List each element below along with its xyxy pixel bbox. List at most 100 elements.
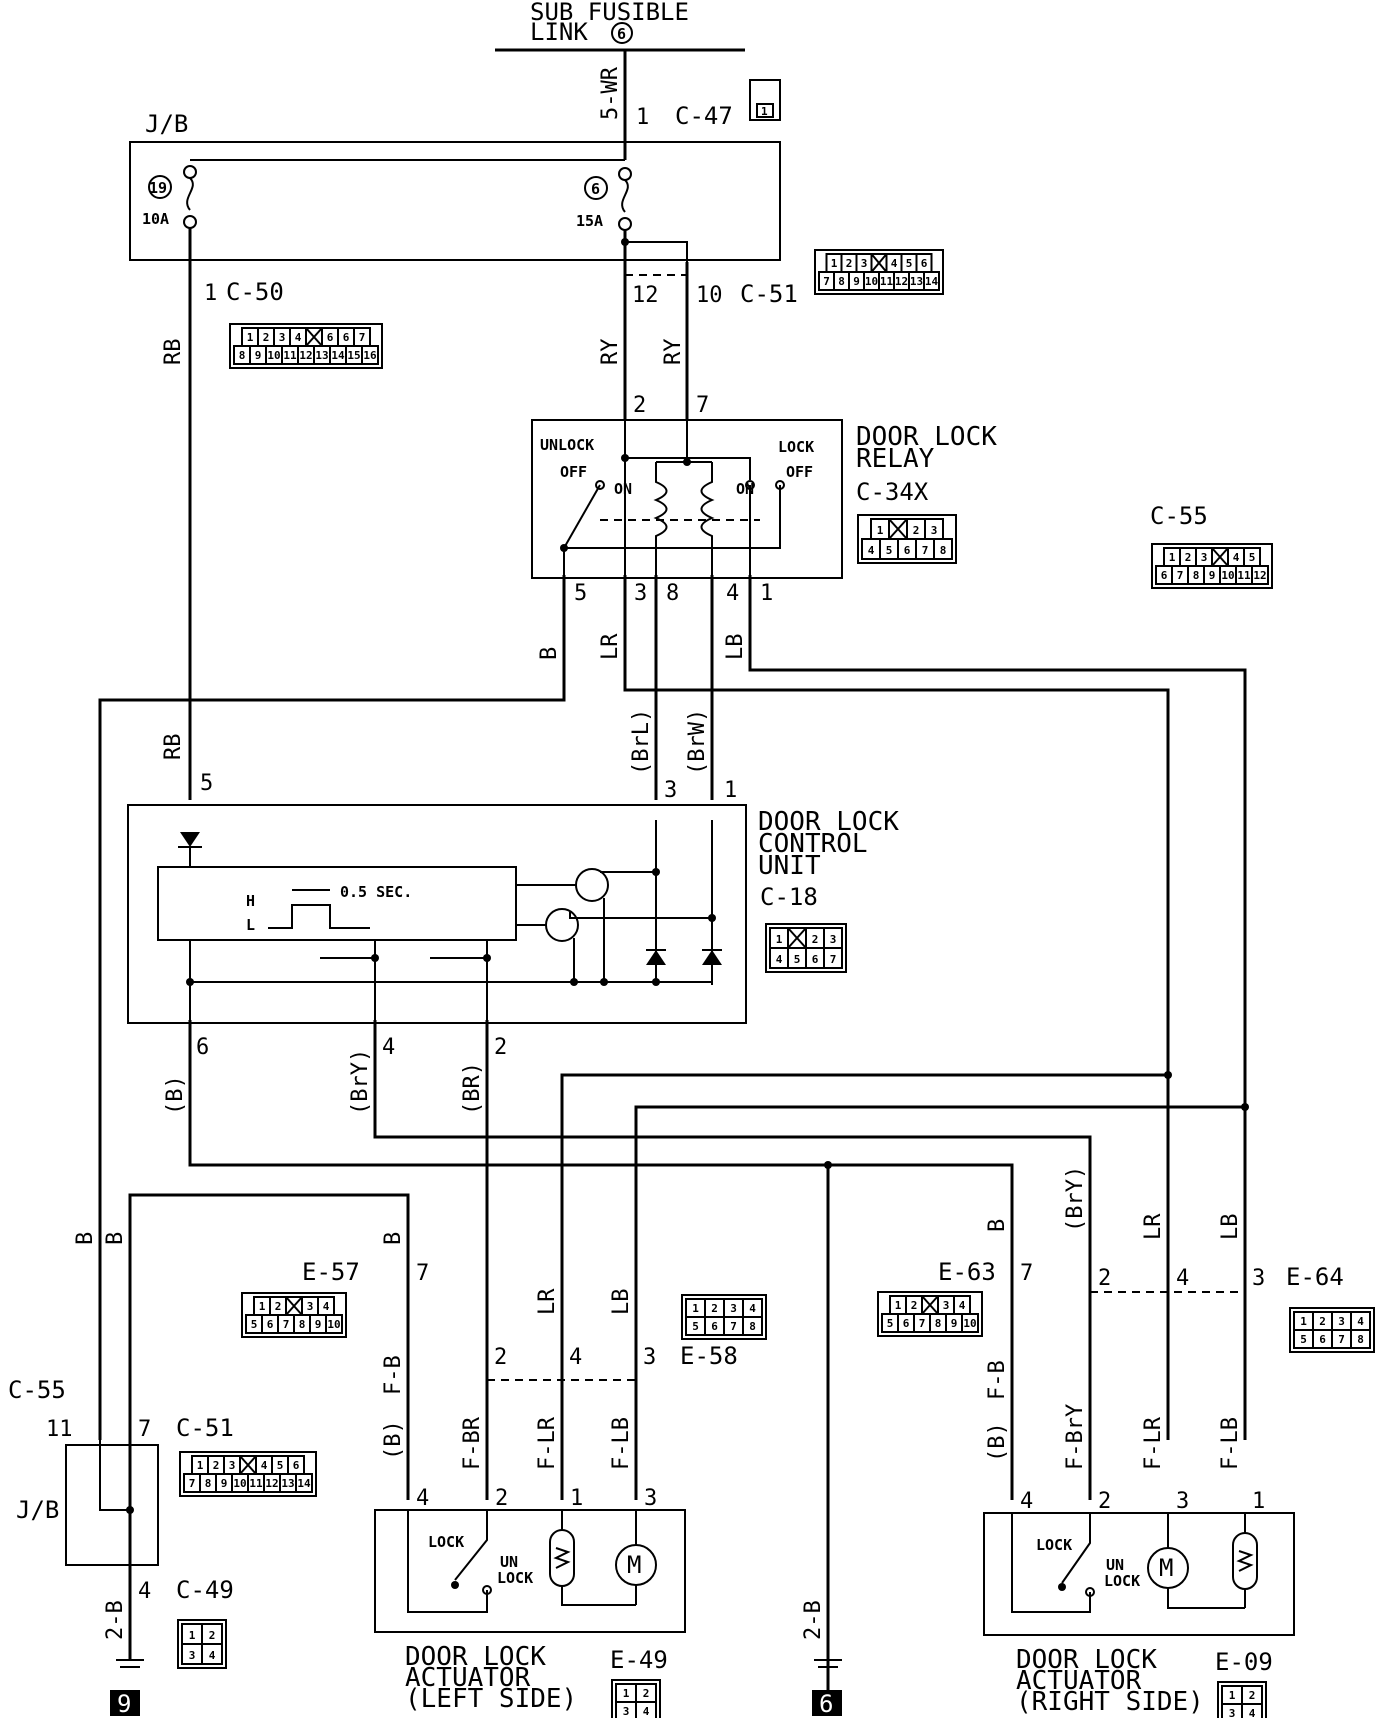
connector-pin-number: 8	[1357, 1333, 1364, 1346]
wire-label-fb-left: F-B	[381, 1355, 406, 1395]
pin-e64-2: 2	[1098, 1266, 1111, 1291]
left-actuator-name-2: ACTUATOR	[405, 1663, 531, 1693]
connector-pin-blank	[787, 927, 807, 949]
pin-cu-4: 4	[382, 1035, 395, 1060]
connector-pin-number: 4	[749, 1302, 756, 1315]
cu-dot-ground-3	[600, 978, 608, 986]
connector-pin-number: 4	[643, 1705, 650, 1718]
pin-right-act-2: 2	[1098, 1489, 1111, 1514]
connector-pin-cell	[325, 1314, 343, 1334]
right-actuator-name-3: (RIGHT SIDE)	[1016, 1687, 1204, 1717]
wire-label-5wr: 5-WR	[598, 66, 623, 120]
wire-label-2b-center: 2-B	[801, 1600, 826, 1640]
control-unit-name-3: UNIT	[758, 851, 821, 881]
connector-pin-number: 15	[347, 349, 360, 362]
right-actuator-unlock-2: LOCK	[1104, 1572, 1140, 1590]
left-actuator-ptc	[549, 1529, 575, 1587]
connector-pin-number: 2	[913, 524, 920, 537]
wire-label-br-cu: (BR)	[460, 1062, 485, 1115]
wire-label-ry-left: RY	[598, 339, 623, 366]
door-lock-relay: 2 7 UNLOCK LOCK OFF ON ON OFF 5 3 8 4 1	[531, 393, 843, 606]
connector-pin-number: 2	[812, 933, 819, 946]
control-unit-timer: 0.5 SEC.	[340, 883, 412, 901]
right-actuator-switch-pivot	[1058, 1583, 1066, 1591]
right-actuator-switch	[1061, 1513, 1091, 1584]
connector-pin-blank	[921, 1295, 939, 1315]
connector-pin-number: 3	[229, 1459, 236, 1472]
left-actuator-switch-pivot	[451, 1581, 459, 1589]
wire-label-b-e57: B	[381, 1232, 406, 1245]
connector-pin-number: 8	[838, 275, 845, 288]
connector-pin-cell	[201, 1643, 223, 1665]
wire-b-relay5	[98, 575, 566, 1440]
connector-label-c47: C-47	[675, 102, 733, 130]
pin-cu-3: 3	[664, 778, 677, 803]
connector-face-outline	[229, 323, 383, 369]
connector-pin-number: 3	[279, 331, 286, 344]
connector-pin-number: 5	[251, 1318, 258, 1331]
jb-label-bottom: J/B	[16, 1496, 59, 1524]
connector-face-outline	[241, 1292, 347, 1338]
wire-label-b-left-1: B	[73, 1232, 98, 1245]
connector-pin-cell	[1251, 565, 1269, 585]
connector-pin-number: 2	[911, 1299, 918, 1312]
connector-label-c50: C-50	[226, 278, 284, 306]
fusible-link-number-ring	[611, 22, 633, 44]
connector-label-e57: E-57	[302, 1258, 360, 1286]
connector-pin-number: 1	[895, 1299, 902, 1312]
wire-label-b-relay: B	[537, 647, 562, 660]
connector-label-e09: E-09	[1215, 1648, 1273, 1676]
left-actuator-switch	[454, 1510, 488, 1581]
relay-unlock-feed	[625, 457, 751, 480]
connector-pin-number: 7	[283, 1318, 290, 1331]
pin-c50-1: 1	[204, 281, 217, 306]
connector-pin-number: 9	[315, 1318, 322, 1331]
right-actuator-name-2: ACTUATOR	[1016, 1666, 1142, 1696]
right-actuator-switch-loop	[1011, 1513, 1091, 1613]
connector-pin-number: 2	[213, 1459, 220, 1472]
relay-dot-5	[560, 544, 568, 552]
connector-pin-number: 8	[1193, 569, 1200, 582]
connector-pin-number: 1	[877, 524, 884, 537]
left-actuator-name-3: (LEFT SIDE)	[405, 1684, 577, 1714]
relay-off-contact-left	[595, 480, 605, 490]
connector-pin-number: 3	[623, 1705, 630, 1718]
connector-face-outline	[179, 1451, 317, 1497]
transistor-lower-collector	[569, 912, 712, 919]
connector-pin-number: 13	[281, 1477, 294, 1490]
fuse-6-top-terminal	[618, 167, 632, 181]
pin-relay-1: 1	[760, 581, 773, 606]
connector-pin-number: 1	[1229, 1689, 1236, 1702]
left-actuator-motor-m: M	[627, 1551, 641, 1579]
connector-pin-number: 8	[205, 1477, 212, 1490]
connector-pin-number: 2	[209, 1629, 216, 1642]
wire-label-lr-relay: LR	[598, 633, 623, 660]
control-unit-diode	[180, 832, 200, 847]
connector-pin-number: 2	[1249, 1689, 1256, 1702]
pin-cu-1: 1	[724, 778, 737, 803]
connector-pin-number: 10	[963, 1317, 976, 1330]
ground-6-label: 6	[819, 1690, 833, 1718]
relay-lock-label: LOCK	[778, 438, 814, 456]
pin-e64-3: 3	[1252, 1266, 1265, 1291]
connector-pin-number: 5	[277, 1459, 284, 1472]
wire-label-lb-relay: LB	[723, 634, 748, 661]
connector-pin-number: 4	[776, 953, 783, 966]
connector-pin-number: 4	[1249, 1707, 1256, 1718]
connector-pin-number: 11	[283, 349, 297, 362]
pin-cu-5: 5	[200, 771, 213, 796]
connector-pin-number: 7	[730, 1320, 737, 1333]
right-actuator-lock: LOCK	[1036, 1536, 1072, 1554]
left-actuator-ptc-return	[561, 1586, 636, 1606]
connector-pin-cell	[923, 271, 940, 291]
connector-pin-number: 6	[921, 257, 928, 270]
connector-pin-number: 1	[247, 331, 254, 344]
connector-pin-number: 3	[307, 1300, 314, 1313]
pin-e63-7: 7	[1020, 1261, 1033, 1286]
control-unit-name-2: CONTROL	[758, 829, 868, 859]
control-unit-low: L	[246, 916, 255, 934]
